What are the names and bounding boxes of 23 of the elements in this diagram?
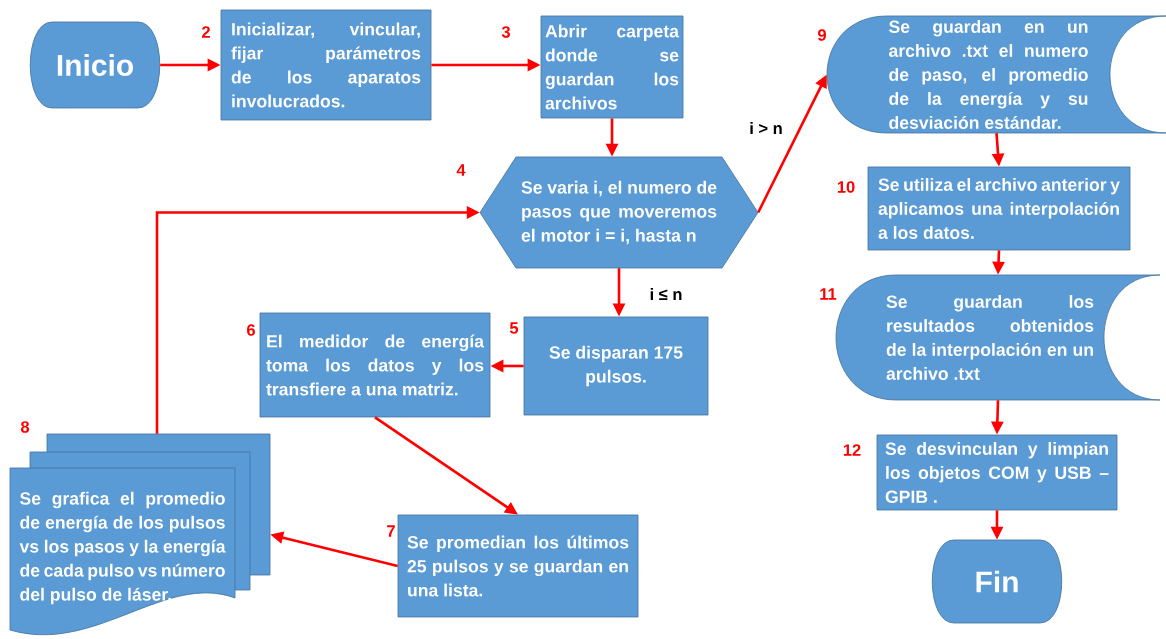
step-number: 4 (456, 164, 466, 176)
step-number: 6 (247, 324, 255, 336)
process-box: Inicializar, vincular, fijar parámetros de los aparatos involucrados. (220, 9, 432, 121)
step-number: 2 (202, 26, 210, 38)
process-box: El medidor de energía toma los datos y los transfiere a una matriz. (259, 312, 491, 418)
step-number: 11 (820, 288, 837, 300)
start-terminal: Inicio (29, 21, 161, 109)
edge-label: i ≤ n (648, 287, 684, 301)
step-number: 9 (818, 29, 826, 41)
step-number: 8 (20, 421, 30, 433)
edge-label: i > n (748, 121, 784, 135)
process-box: Abrir carpeta donde se guardan los archivos (540, 15, 684, 119)
step-number: 10 (837, 181, 855, 193)
process-box: Se disparan 175 pulsos. (523, 316, 709, 416)
process-box: Se utiliza el archivo anterior y aplicamos una interpolación a los datos. (867, 166, 1131, 251)
step-number: 12 (843, 444, 861, 456)
end-terminal: Fin (931, 539, 1063, 624)
process-box: Se desvinculan y limpian los objetos COM y USB – GPIB . (876, 434, 1118, 511)
preparation-hexagon: Se varia i, el numero de pasos que moveremos el motor i = i, hasta n (479, 156, 759, 269)
step-number: 5 (509, 322, 519, 334)
step-number: 3 (501, 26, 510, 38)
process-box: Se promedian los últimos 25 pulsos y se guardan en una lista. (397, 514, 639, 618)
step-number: 7 (387, 525, 395, 537)
